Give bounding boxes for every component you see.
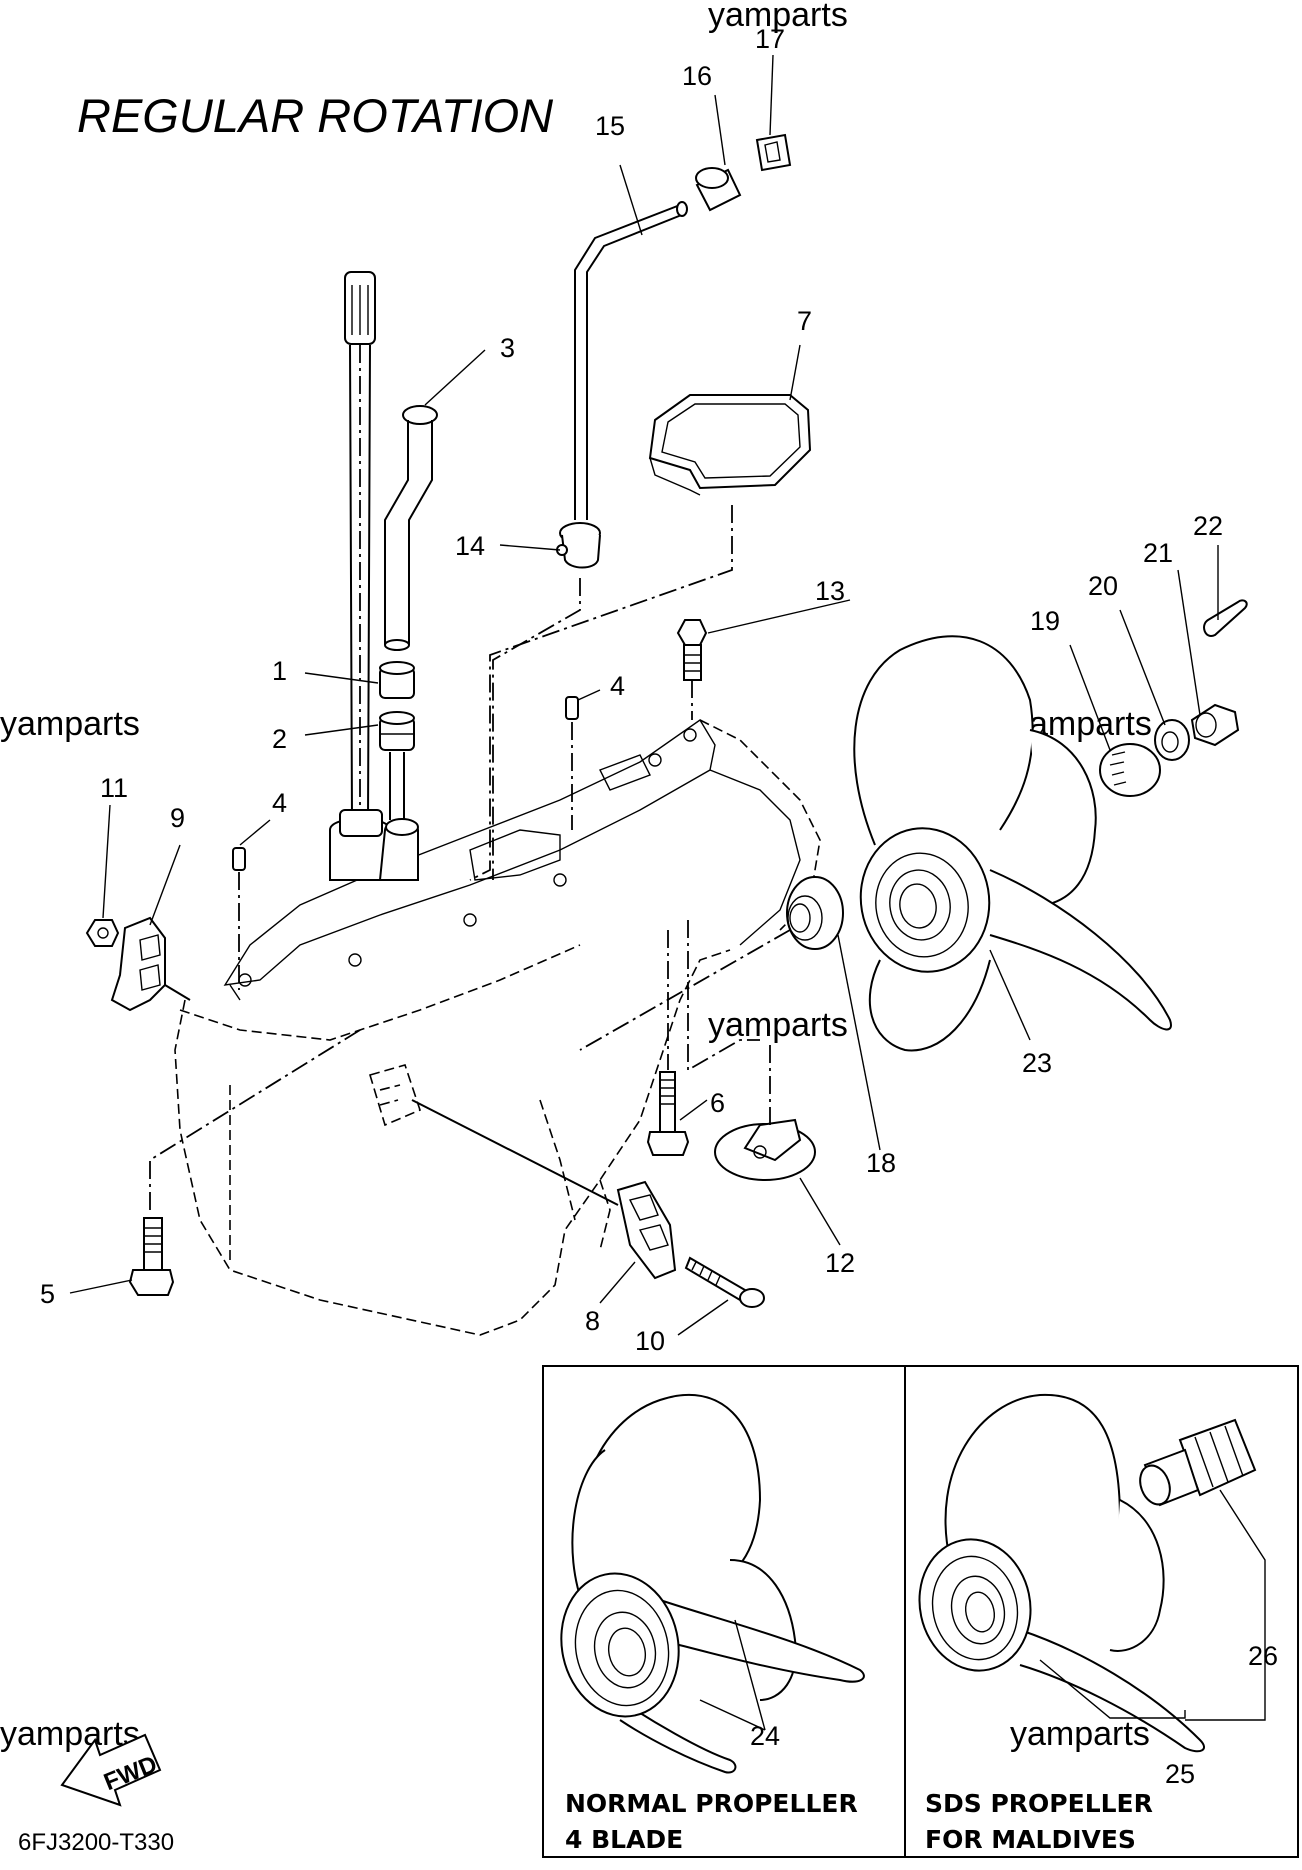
sds-panel-line2: FOR MALDIVES	[925, 1825, 1136, 1854]
watermark: yamparts	[708, 1006, 848, 1044]
callout-19: 19	[1030, 606, 1060, 636]
lower-casing	[174, 944, 731, 1336]
callout-4: 4	[272, 788, 287, 818]
callout-9: 9	[170, 803, 185, 833]
part-17-clip	[755, 133, 792, 172]
part-12-anode	[714, 1045, 816, 1181]
part-19-washer	[1099, 743, 1161, 797]
part-2-seal	[379, 711, 415, 820]
watermark: yamparts	[1010, 1715, 1150, 1753]
part-8-trim-tab	[411, 1099, 677, 1280]
part-22-cotter-pin	[1203, 599, 1248, 637]
callout-12: 12	[825, 1248, 855, 1278]
part-11-nut	[85, 919, 120, 947]
part-6-bolt	[646, 920, 760, 1156]
callout-14: 14	[455, 531, 485, 561]
callout-21: 21	[1143, 538, 1173, 568]
casing-top-plate	[223, 718, 821, 1001]
part-16-grommet	[695, 167, 742, 212]
callout-26: 26	[1248, 1641, 1278, 1671]
part-20-washer	[1154, 719, 1190, 761]
part-13-bolt	[676, 619, 708, 720]
part-3-water-tube	[384, 405, 438, 651]
callout-24: 24	[750, 1721, 780, 1751]
callout-18: 18	[866, 1148, 896, 1178]
part-9-trim-tab	[110, 916, 191, 1012]
part-10-bolt	[684, 1256, 765, 1308]
part-4-dowel-pin	[565, 696, 579, 830]
callout-10: 10	[635, 1326, 665, 1356]
callout-16: 16	[682, 61, 712, 91]
watermark: yamparts	[708, 0, 848, 34]
part-23-propeller	[853, 635, 1172, 1052]
callout-1: 1	[272, 656, 287, 686]
pump-housing	[329, 809, 419, 881]
part-26-hub-kit: 26 SDS PROPELLER FOR MALDIVES	[925, 1418, 1278, 1854]
callout-13: 13	[815, 576, 845, 606]
part-7-gasket	[469, 394, 812, 881]
callout-3: 3	[500, 333, 515, 363]
callout-4: 4	[610, 671, 625, 701]
inset-panels: 24 NORMAL PROPELLER 4 BLADE 25 26 SDS PR…	[542, 1365, 1299, 1858]
callout-6: 6	[710, 1088, 725, 1118]
part-21-nut	[1190, 703, 1240, 747]
part-4-dowel-pin	[232, 847, 246, 990]
sds-panel-line1: SDS PROPELLER	[925, 1789, 1153, 1818]
watermark: yamparts	[0, 705, 140, 743]
callout-25: 25	[1165, 1759, 1195, 1789]
normal-panel-line2: 4 BLADE	[565, 1825, 683, 1854]
callout-labels: 1 2 3 4 4 5 6 7 8 9 10 11 12 13 14 15 16…	[40, 24, 1223, 1356]
part-5-bolt	[128, 1029, 361, 1296]
part-18-seal	[579, 876, 844, 1051]
callout-20: 20	[1088, 571, 1118, 601]
part-14-grommet	[492, 522, 601, 880]
callout-17: 17	[755, 24, 785, 54]
callout-11: 11	[100, 773, 128, 803]
diagram-title: REGULAR ROTATION	[77, 89, 553, 142]
callout-5: 5	[40, 1279, 55, 1309]
part-25-sds-propeller: 25	[918, 1393, 1205, 1789]
callout-15: 15	[595, 111, 625, 141]
callout-7: 7	[797, 306, 812, 336]
part-24-normal-propeller: 24 NORMAL PROPELLER 4 BLADE	[560, 1394, 865, 1854]
callout-23: 23	[1022, 1048, 1052, 1078]
callout-2: 2	[272, 724, 287, 754]
part-15-water-tube	[574, 201, 688, 520]
part-1-grommet	[379, 661, 415, 699]
inset-frame	[542, 1365, 1299, 1858]
drawing-code: 6FJ3200-T330	[18, 1829, 174, 1856]
leader-lines	[69, 54, 1219, 1336]
callout-8: 8	[585, 1306, 600, 1336]
drive-shaft	[344, 271, 376, 821]
callout-22: 22	[1193, 511, 1223, 541]
normal-panel-line1: NORMAL PROPELLER	[565, 1789, 858, 1818]
